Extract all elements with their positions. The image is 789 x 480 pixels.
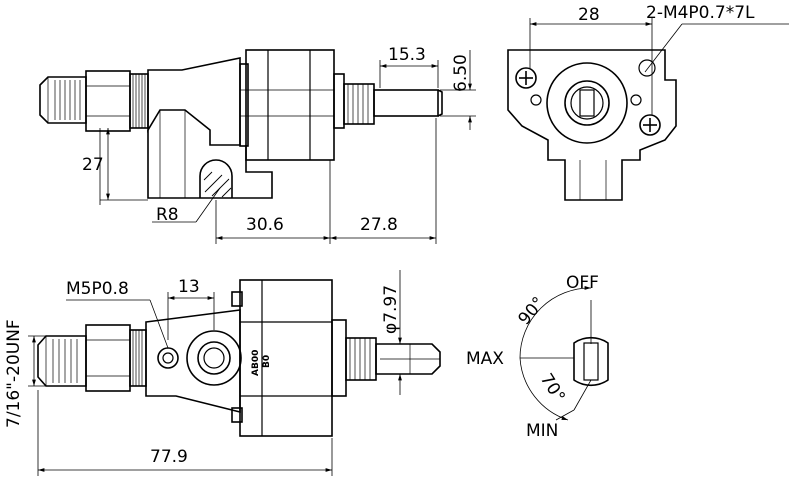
body-mark-2: B0 bbox=[262, 355, 272, 368]
dim-inlet-thread: 7/16"-20UNF bbox=[4, 319, 24, 428]
label-min: MIN bbox=[526, 421, 558, 441]
dim-total-length: 77.9 bbox=[150, 447, 188, 467]
angle-off-max: 90° bbox=[515, 293, 550, 329]
dim-height: 27 bbox=[82, 155, 104, 175]
dim-right-offset: 27.8 bbox=[360, 215, 398, 235]
angle-max-min: 70° bbox=[536, 370, 569, 406]
screw-right-icon bbox=[639, 114, 661, 136]
dim-stem-diameter: φ7.97 bbox=[381, 285, 401, 334]
dim-port-thread: M5P0.8 bbox=[66, 279, 129, 299]
top-view: AB00 B0 M5P0.8 13 φ7.97 7/16"-20UNF 77.9 bbox=[4, 270, 441, 476]
dim-screw-spec: 2-M4P0.7*7L bbox=[646, 3, 755, 23]
dim-stem-height: 6.50 bbox=[451, 54, 471, 92]
dim-hole-spacing: 28 bbox=[578, 5, 600, 25]
screw-left-icon bbox=[515, 67, 537, 89]
side-view: 28 2-M4P0.7*7L bbox=[507, 3, 789, 201]
m5-port-icon bbox=[157, 347, 179, 369]
dim-port-offset: 13 bbox=[178, 277, 200, 297]
front-view: 27 15.3 6.50 R8 30.6 27.8 bbox=[39, 45, 476, 244]
dim-radius: R8 bbox=[156, 205, 179, 225]
dim-left-offset: 30.6 bbox=[246, 215, 284, 235]
body-mark-1: AB00 bbox=[251, 350, 261, 376]
label-max: MAX bbox=[466, 349, 504, 369]
dial-diagram: OFF MAX MIN 90° 70° bbox=[466, 273, 609, 441]
label-off: OFF bbox=[566, 273, 599, 293]
dim-stem-length: 15.3 bbox=[388, 45, 426, 65]
